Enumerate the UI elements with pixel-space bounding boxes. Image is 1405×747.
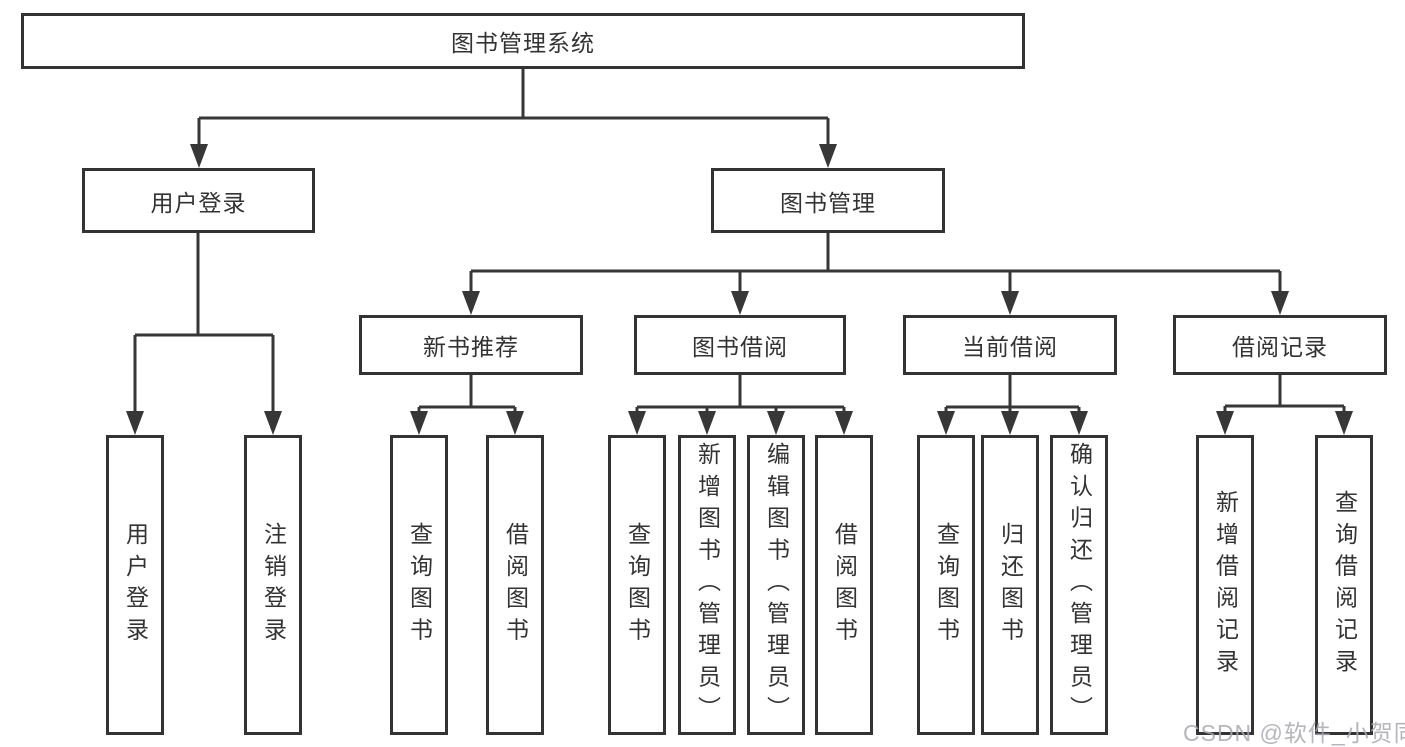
leaf-user-login: 用户登录	[106, 435, 164, 735]
leaf-query-book-borrow-label: 查询图书	[624, 521, 651, 649]
leaf-query-book-current-label: 查询图书	[933, 521, 960, 649]
leaf-logout-label: 注销登录	[260, 521, 287, 649]
leaf-logout: 注销登录	[244, 435, 302, 735]
leaf-query-borrow-record-label: 查询借阅记录	[1331, 489, 1358, 681]
node-borrow-records: 借阅记录	[1173, 315, 1387, 375]
leaf-add-borrow-record: 新增借阅记录	[1196, 435, 1254, 735]
leaf-borrow-book-borrow: 借阅图书	[815, 435, 873, 735]
node-book-borrow-label: 图书借阅	[692, 334, 788, 360]
leaf-return-book-label: 归还图书	[997, 521, 1024, 649]
watermark: CSDN @软件_小贺同学	[1183, 720, 1405, 746]
leaf-borrow-book-recommend: 借阅图书	[486, 435, 544, 735]
node-book-management-label: 图书管理	[780, 189, 876, 216]
leaf-confirm-return-admin: 确认归还（管理员）	[1050, 435, 1108, 735]
leaf-query-book-borrow: 查询图书	[608, 435, 666, 735]
node-borrow-records-label: 借阅记录	[1232, 334, 1328, 360]
leaf-query-book-recommend-label: 查询图书	[406, 521, 433, 649]
leaf-edit-book-admin-label: 编辑图书（管理员）	[763, 442, 790, 728]
node-book-management: 图书管理	[711, 168, 945, 233]
node-current-borrow: 当前借阅	[903, 315, 1117, 375]
node-user-login: 用户登录	[82, 168, 315, 233]
node-new-book-recommend: 新书推荐	[359, 315, 583, 375]
leaf-add-borrow-record-label: 新增借阅记录	[1212, 489, 1239, 681]
arrowheads	[126, 144, 1353, 435]
node-current-borrow-label: 当前借阅	[962, 334, 1058, 360]
leaf-query-book-current: 查询图书	[917, 435, 975, 735]
leaf-confirm-return-admin-label: 确认归还（管理员）	[1066, 442, 1093, 728]
leaf-borrow-book-recommend-label: 借阅图书	[502, 521, 529, 649]
leaf-borrow-book-borrow-label: 借阅图书	[831, 521, 858, 649]
leaf-add-book-admin: 新增图书（管理员）	[678, 435, 736, 735]
node-root-label: 图书管理系统	[451, 30, 595, 56]
leaf-return-book: 归还图书	[981, 435, 1039, 735]
node-user-login-label: 用户登录	[150, 189, 247, 216]
node-root: 图书管理系统	[21, 13, 1025, 69]
leaf-edit-book-admin: 编辑图书（管理员）	[747, 435, 805, 735]
leaf-user-login-label: 用户登录	[122, 521, 149, 649]
node-book-borrow: 图书借阅	[634, 315, 846, 375]
leaf-query-borrow-record: 查询借阅记录	[1315, 435, 1373, 735]
node-new-book-recommend-label: 新书推荐	[423, 334, 519, 360]
leaf-query-book-recommend: 查询图书	[390, 435, 448, 735]
leaf-add-book-admin-label: 新增图书（管理员）	[694, 442, 721, 728]
